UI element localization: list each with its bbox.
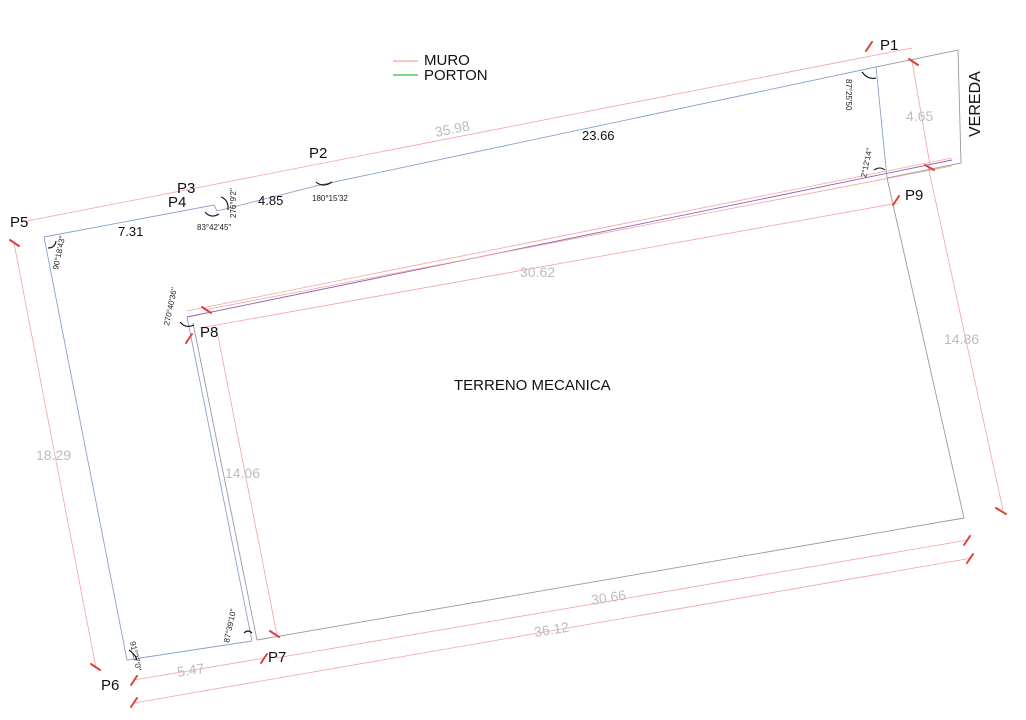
arc-p8 xyxy=(179,321,195,328)
tick-p7-bottom xyxy=(260,653,268,664)
tick-p6-bottom-1 xyxy=(130,675,138,686)
property-boundary xyxy=(43,66,888,661)
dim-top-p4-p5: 7.31 xyxy=(118,224,143,239)
top-dimension-line xyxy=(21,47,913,223)
tick-p6 xyxy=(90,663,101,671)
point-p7: P7 xyxy=(268,649,286,666)
dim-top-p1-p2: 23.66 xyxy=(582,128,615,143)
vereda-outline xyxy=(875,49,962,179)
angle-p5: 90°18'43" xyxy=(51,235,67,271)
legend-porton-label: PORTON xyxy=(424,67,488,84)
tick-p8-top xyxy=(201,306,212,314)
angle-p6: 91°27'0" xyxy=(128,641,143,672)
dim-inner-top: 30.62 xyxy=(520,264,555,280)
legend: MURO PORTON xyxy=(393,52,488,84)
boundary-inner-left-edge xyxy=(186,316,253,642)
inner-wall-top-parallel xyxy=(203,165,953,311)
dim-inner-bottom: 30.66 xyxy=(590,587,627,608)
boundary-p1-p9-edge xyxy=(875,66,888,179)
arc-p7 xyxy=(243,630,253,634)
inner-right-edge xyxy=(886,177,965,519)
dimension-lines xyxy=(13,47,1004,704)
angle-p8: 270°40'36" xyxy=(162,287,179,327)
boundary-left-edge xyxy=(43,236,128,661)
arc-p9 xyxy=(873,167,886,171)
angle-p2: 180°15'32 xyxy=(312,194,348,203)
inner-left-dimension-line xyxy=(216,330,278,636)
inner-top-dimension-line xyxy=(199,202,899,329)
vereda-box xyxy=(875,49,962,179)
tick-p8 xyxy=(185,333,193,344)
tick-vereda-bottom xyxy=(924,164,935,171)
dim-left-total: 18.29 xyxy=(36,447,71,463)
point-p5: P5 xyxy=(10,214,28,231)
left-dimension-line xyxy=(13,242,97,669)
arc-p2 xyxy=(315,181,333,186)
tick-vereda-top xyxy=(908,58,919,66)
point-p4: P4 xyxy=(168,194,186,211)
arc-p1 xyxy=(861,71,877,79)
arc-p5 xyxy=(47,240,57,249)
tick-p9 xyxy=(892,195,900,206)
dimension-labels: 35.98 23.66 4.85 7.31 4.65 14.86 18.29 1… xyxy=(36,108,979,680)
vereda-label: VEREDA xyxy=(967,71,984,137)
dim-inner-left: 14.06 xyxy=(225,465,260,481)
inner-wall-top xyxy=(186,159,953,318)
point-p2: P2 xyxy=(309,145,327,162)
arc-p4 xyxy=(204,211,220,217)
tick-p6-bottom-2 xyxy=(130,697,138,708)
arc-p3 xyxy=(220,196,229,211)
tick-p5 xyxy=(9,239,20,247)
point-p3: P3 xyxy=(177,180,195,197)
point-p9: P9 xyxy=(905,187,923,204)
angle-p3: 276°9'2" xyxy=(229,188,238,218)
dim-bottom-p6-p7: 5.47 xyxy=(176,660,206,680)
arc-p6 xyxy=(128,649,138,661)
tick-bottom-right-1 xyxy=(963,535,971,546)
point-p6: P6 xyxy=(101,677,119,694)
legend-muro-label: MURO xyxy=(424,52,470,69)
dim-right-total: 14.86 xyxy=(944,331,979,347)
bottom-p6-p7-dimension-line xyxy=(133,657,266,681)
angle-p7: 87°39'10" xyxy=(222,608,238,644)
right-dimension-line xyxy=(927,165,1004,511)
bottom-dimension-line xyxy=(133,557,973,704)
dim-top-total: 35.98 xyxy=(434,118,472,140)
angle-p4: 83°42'45" xyxy=(197,223,231,232)
dim-bottom-total: 36.12 xyxy=(533,619,570,640)
point-p8: P8 xyxy=(200,324,218,341)
point-labels: P1 P2 P3 P4 P5 P6 P7 P8 P9 xyxy=(10,37,923,694)
dim-top-p2-p3: 4.85 xyxy=(258,193,283,208)
inner-walls xyxy=(186,157,965,641)
tick-bottom-right-2 xyxy=(966,553,974,564)
point-p1: P1 xyxy=(880,37,898,54)
tick-p7 xyxy=(269,630,280,638)
tick-right-bottom xyxy=(995,507,1007,515)
inner-bottom-edge xyxy=(256,517,965,641)
dim-vereda: 4.65 xyxy=(906,108,933,124)
angle-p1: 87°25'50 xyxy=(844,79,853,111)
angle-labels: 87°25'50 2°12'14" 180°15'32 276°9'2" 83°… xyxy=(51,79,874,672)
vereda-dimension-line xyxy=(911,60,931,166)
terrain-title: TERRENO MECANICA xyxy=(454,377,611,394)
angle-arcs xyxy=(47,71,886,661)
inner-left-wall xyxy=(192,322,258,641)
boundary-bottom-edge xyxy=(126,640,253,661)
inner-bottom-dimension-line xyxy=(275,539,969,659)
boundary-top-edge xyxy=(43,66,877,238)
tick-marks xyxy=(9,41,1007,708)
inner-wall-top-outer xyxy=(186,157,953,312)
tick-p1 xyxy=(865,41,873,52)
